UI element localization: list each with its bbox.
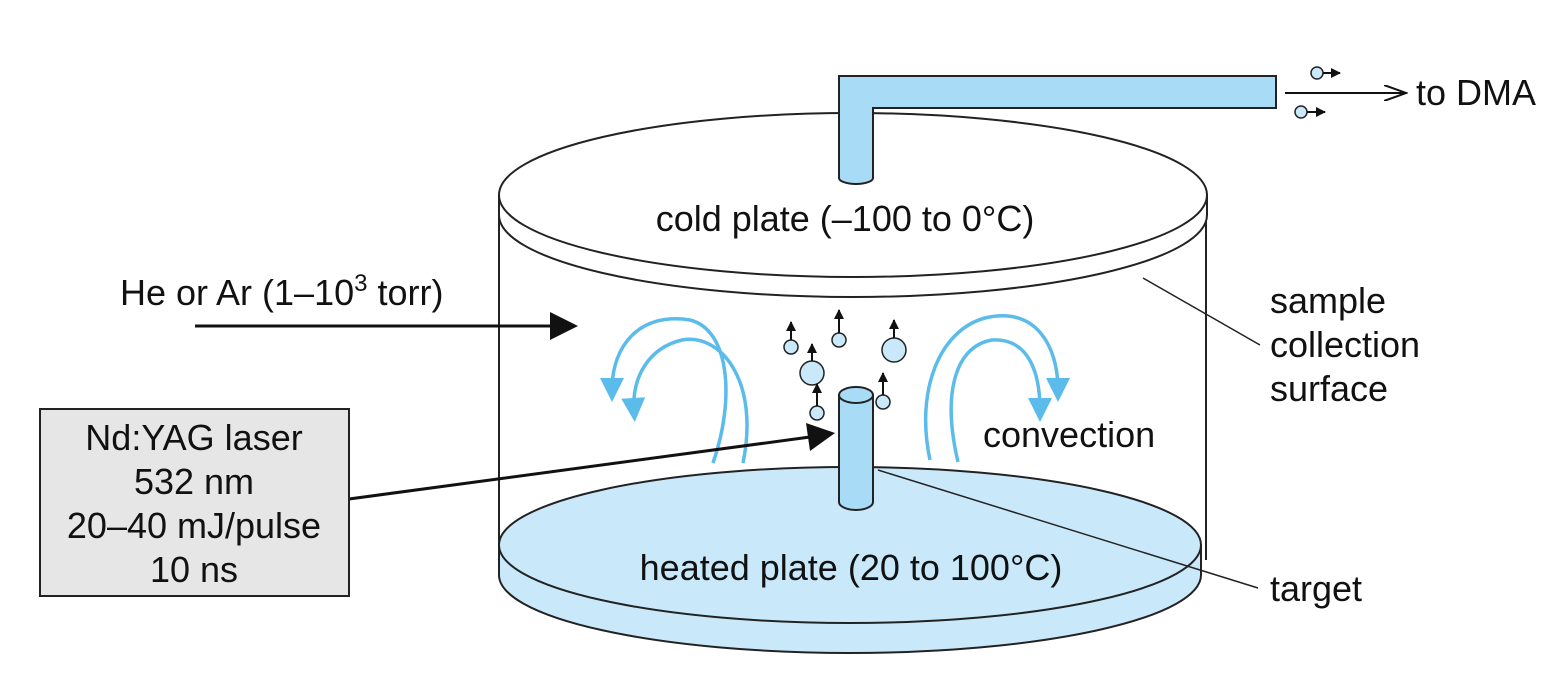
particle [875,394,891,410]
heated-plate [498,466,1202,654]
cold-plate-label: cold plate (–100 to 0°C) [656,198,1035,239]
particle [881,337,907,363]
laser-beam-arrowhead [806,423,835,451]
gas-inlet [195,312,578,340]
convection-arrow-right-inner [949,338,1052,463]
rising-particles [783,309,907,421]
convection-arrow-right-outer [923,314,1070,461]
particle [799,360,825,386]
convection-label: convection [983,414,1155,455]
gas-label-tail: torr) [367,272,443,313]
outlet-tube [838,75,1277,185]
collection-surface-leader [1142,277,1261,346]
particle [831,332,847,348]
particle [809,405,825,421]
exit-particle [1310,66,1324,80]
laser-line-3: 20–40 mJ/pulse [67,505,321,546]
convection-arrow-left-outer [600,317,728,464]
convection-arrows [600,314,1070,464]
chamber [498,205,1207,560]
gas-label-main: He or Ar (1–10 [120,272,354,313]
collection-label-line1: sample [1270,280,1386,321]
heated-plate-label: heated plate (20 to 100°C) [640,547,1063,588]
collection-label-line3: surface [1270,368,1388,409]
laser-line-4: 10 ns [150,549,238,590]
laser-beam-line [348,435,811,501]
target-label: target [1270,568,1362,609]
target-leader [877,469,1259,589]
outlet-label: to DMA [1416,72,1536,113]
laser-line-1: Nd:YAG laser [85,417,302,458]
exiting-particles [1285,66,1406,119]
cold-plate [498,112,1208,298]
convection-arrow-left-inner [621,337,749,464]
particle [783,339,799,355]
laser-box [39,408,350,597]
gas-label: He or Ar (1–103 torr) [120,270,443,313]
gas-inlet-arrowhead [550,312,578,340]
laser-beam [348,423,835,501]
exit-particle [1294,105,1308,119]
laser-line-2: 532 nm [134,461,254,502]
target-rod [838,386,874,511]
gas-label-exponent: 3 [354,270,367,297]
collection-label-line2: collection [1270,324,1420,365]
